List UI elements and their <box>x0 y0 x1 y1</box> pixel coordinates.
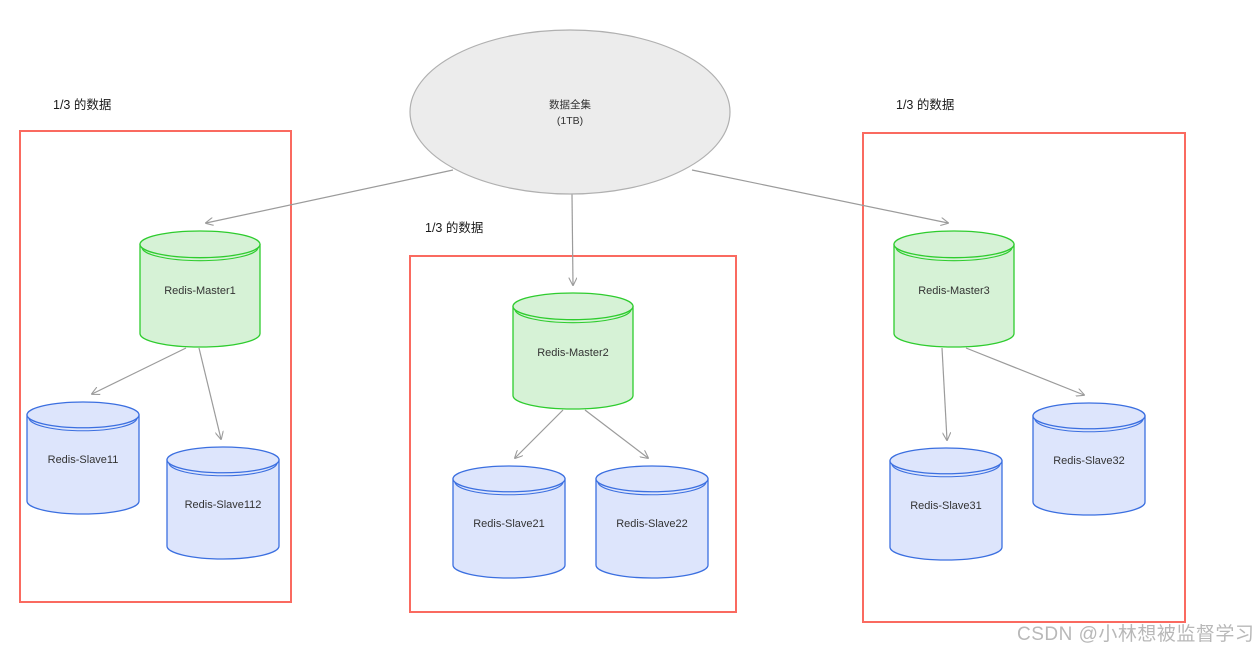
redis-slave-31-lip <box>891 463 1001 478</box>
redis-slave-21-top <box>452 465 566 493</box>
redis-slave-31-top <box>889 447 1003 475</box>
edge-master1-to-slave112 <box>198 347 221 439</box>
edge-full-to-master3 <box>691 169 948 223</box>
redis-master-2[interactable]: Redis-Master2 <box>512 292 634 410</box>
redis-slave-31-body <box>889 460 1003 561</box>
redis-master-3-body <box>893 243 1015 348</box>
redis-slave-31-label: Redis-Slave31 <box>910 500 982 512</box>
redis-slave-11-body <box>26 414 140 515</box>
partition-labels: 1/3 的数据 1/3 的数据 1/3 的数据 <box>53 97 954 235</box>
edge-master1-to-slave11 <box>92 347 187 394</box>
redis-master-2-body <box>512 305 634 410</box>
redis-slave-21-lip <box>454 481 564 496</box>
edge-master2-to-slave22 <box>584 409 648 458</box>
group-middle-label: 1/3 的数据 <box>425 220 483 235</box>
redis-master-1-label: Redis-Master1 <box>164 285 236 297</box>
redis-master-3-top <box>893 230 1015 259</box>
data-full-set-node[interactable]: 数据全集 (1TB) <box>409 29 731 195</box>
csdn-watermark: CSDN @小林想被监督学习 <box>1017 623 1254 645</box>
edge-master3-to-slave31 <box>941 347 947 440</box>
redis-slave-21-label: Redis-Slave21 <box>473 518 545 530</box>
redis-slave-112[interactable]: Redis-Slave112 <box>166 446 280 560</box>
group-right-box <box>862 132 1186 623</box>
redis-slave-32-top <box>1032 402 1146 430</box>
redis-slave-11-lip <box>28 417 138 432</box>
redis-master-1-body <box>139 243 261 348</box>
group-left-label: 1/3 的数据 <box>53 97 111 112</box>
edge-full-to-master1 <box>206 169 454 223</box>
redis-master-2-top <box>512 292 634 321</box>
redis-master-3-lip <box>895 247 1013 262</box>
redis-master-1[interactable]: Redis-Master1 <box>139 230 261 348</box>
data-full-set-shape[interactable] <box>409 29 731 195</box>
redis-slave-21-body <box>452 478 566 579</box>
redis-slave-11[interactable]: Redis-Slave11 <box>26 401 140 515</box>
redis-slave-22-body <box>595 478 709 579</box>
redis-master-1-lip <box>141 247 259 262</box>
redis-master-1-top <box>139 230 261 259</box>
edge-master2-to-slave21 <box>515 409 564 458</box>
redis-master-3-label: Redis-Master3 <box>918 285 990 297</box>
redis-slave-112-top <box>166 446 280 474</box>
edges-layer <box>92 169 1084 458</box>
group-right-label: 1/3 的数据 <box>896 97 954 112</box>
redis-slave-32-body <box>1032 415 1146 516</box>
redis-slave-112-body <box>166 459 280 560</box>
redis-slave-32-lip <box>1034 418 1144 433</box>
edge-master3-to-slave32 <box>965 347 1084 395</box>
redis-slave-32[interactable]: Redis-Slave32 <box>1032 402 1146 516</box>
redis-slave-11-label: Redis-Slave11 <box>48 454 119 466</box>
redis-slave-22-label: Redis-Slave22 <box>616 518 688 530</box>
redis-slave-112-label: Redis-Slave112 <box>185 499 262 511</box>
redis-slave-22[interactable]: Redis-Slave22 <box>595 465 709 579</box>
group-left-box <box>19 130 292 603</box>
redis-slave-22-top <box>595 465 709 493</box>
edge-full-to-master2 <box>572 193 573 285</box>
redis-slave-21[interactable]: Redis-Slave21 <box>452 465 566 579</box>
redis-master-2-lip <box>514 309 632 324</box>
redis-slave-22-lip <box>597 481 707 496</box>
redis-slave-112-lip <box>168 462 278 477</box>
redis-slave-31[interactable]: Redis-Slave31 <box>889 447 1003 561</box>
redis-slave-32-label: Redis-Slave32 <box>1053 455 1125 467</box>
data-full-set-label-primary: 数据全集 <box>549 98 591 111</box>
redis-slave-11-top <box>26 401 140 429</box>
data-full-set-label-size: (1TB) <box>557 115 583 127</box>
redis-master-2-label: Redis-Master2 <box>537 347 609 359</box>
redis-master-3[interactable]: Redis-Master3 <box>893 230 1015 348</box>
